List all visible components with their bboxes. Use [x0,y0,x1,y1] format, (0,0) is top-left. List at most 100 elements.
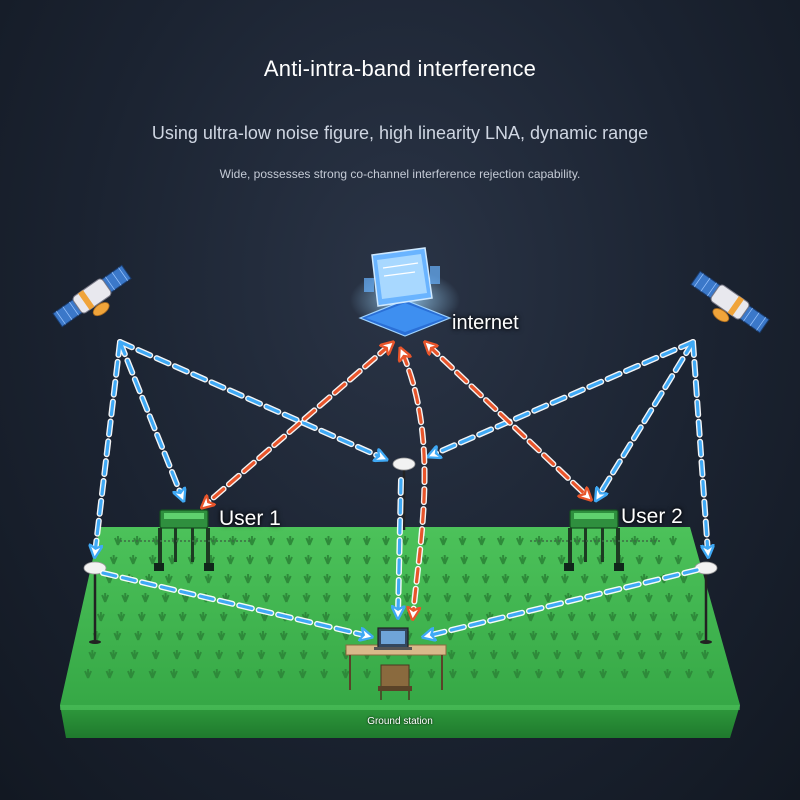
crop-plant [267,536,276,546]
crop-plant [109,555,118,565]
crop-plant [541,574,550,584]
crop-plant [155,631,163,641]
crop-plant [255,669,264,679]
crop-plant [577,555,585,565]
crop-plant [341,669,350,679]
crop-plant [244,574,252,584]
crop-plant [465,612,474,622]
crop-plant [624,593,633,603]
crop-plant [595,650,604,660]
crop-plant [532,650,540,660]
crop-plant [215,650,224,660]
crop-plant [343,536,352,546]
crop-plant [204,574,213,584]
crop-plant [557,555,566,565]
crop-plant [383,593,391,603]
crop-plant [491,669,500,679]
crop-plant [109,650,118,660]
crop-plant [669,536,677,546]
crop-plant [635,555,644,565]
crop-plant [320,650,329,660]
crop-plant [129,555,138,565]
crop-plant [427,669,436,679]
crop-plant [212,669,221,679]
crop-plant [487,631,496,641]
link-internet-to-ground-station [402,352,427,615]
crop-plant [262,593,271,603]
crop-plant [236,650,245,660]
crop-plant [362,536,371,546]
crop-plant [322,612,330,622]
crop-plant [141,593,150,603]
crop-plant [240,612,249,622]
crop-plant [654,631,663,641]
crop-plant [172,650,181,660]
crop-plant [113,631,122,641]
crop-plant [550,631,559,641]
crop-plant [175,631,184,641]
crop-plant [323,574,332,584]
crop-plant [620,669,629,679]
crop-plant [440,555,449,565]
crop-plant [544,593,553,603]
crop-plant [680,650,688,660]
crop-plant [423,593,432,603]
crop-plant [169,669,178,679]
crop-plant [184,574,193,584]
crop-plant [571,631,579,641]
crop-plant [342,612,351,622]
crop-plant [629,612,637,622]
crop-plant [121,593,130,603]
crop-plant [422,574,431,584]
crop-plant [470,669,479,679]
crop-plant [534,669,543,679]
crop-plant [299,650,308,660]
crop-plant [510,650,519,660]
crop-plant [164,574,173,584]
crop-plant [343,555,352,565]
link-pole-left-to-ground-station [101,571,368,636]
crop-plant [114,536,122,546]
crop-plant [342,593,351,603]
crop-plant [161,593,170,603]
link-satellite-left-to-user1 [118,340,182,497]
crop-plant [321,631,330,641]
crop-plant [670,612,678,622]
crop-plant [616,650,625,660]
crop-plant [148,555,157,565]
link-internet-to-user2 [428,345,588,497]
crop-plant [304,555,313,565]
crop-plant [521,574,530,584]
crop-plant [701,650,709,660]
crop-plant [448,669,457,679]
crop-plant [285,555,293,565]
crop-plant [219,612,228,622]
crop-plant [130,650,139,660]
user1-label: User 1 [219,507,281,530]
crop-plant [574,650,583,660]
crop-plant [468,650,477,660]
crop-plant [303,574,312,584]
crop-plant [246,555,254,565]
crop-plant [655,555,663,565]
crop-plant [265,555,274,565]
crop-plant [675,631,683,641]
laptop-desk-icon [345,627,447,700]
farm-robot-icon [530,509,660,571]
crop-plant [362,555,371,565]
crop-plant [489,650,498,660]
crop-plant [101,593,110,603]
crop-plant [282,593,291,603]
crop-plant [518,555,527,565]
crop-plant [194,650,202,660]
crop-plant [637,650,646,660]
crop-plant [501,574,510,584]
crop-plant [663,669,672,679]
crop-plant [263,574,272,584]
crop-plant [529,631,538,641]
crop-plant [477,536,486,546]
crop-plant [279,631,288,641]
link-satellite-right-to-pole-right [691,340,708,553]
crop-plant [199,612,208,622]
